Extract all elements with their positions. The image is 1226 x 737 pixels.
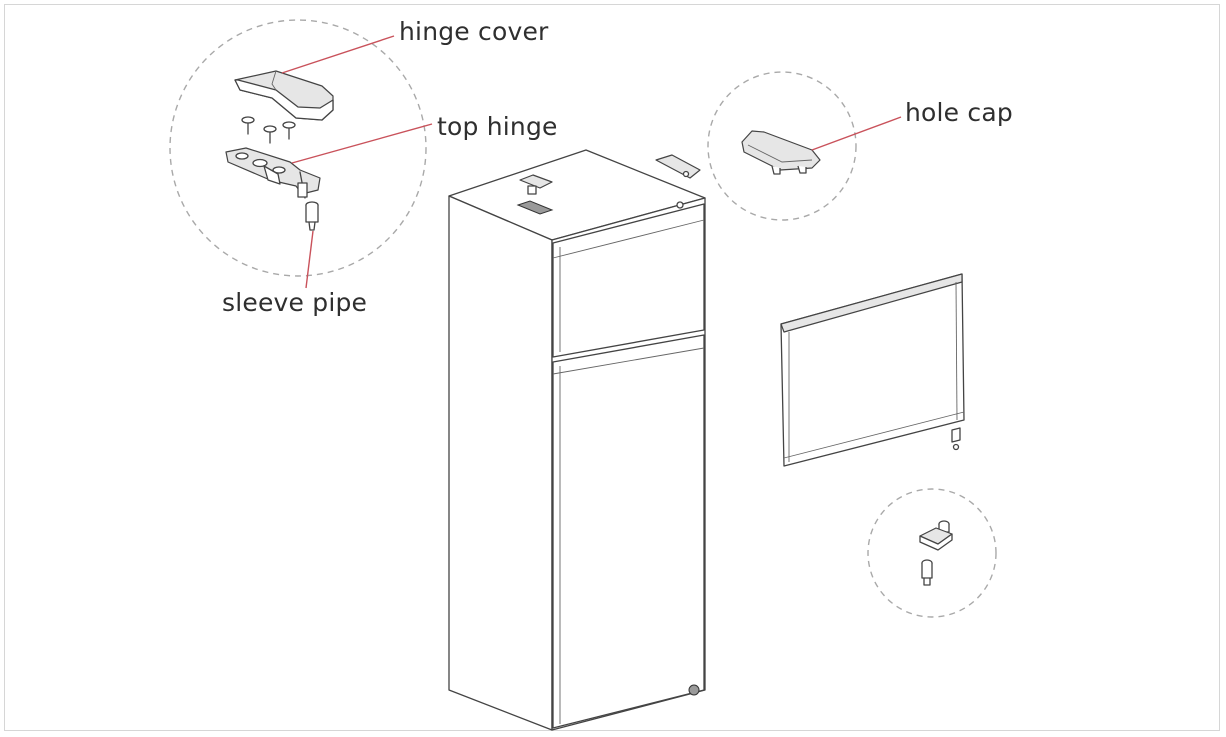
label-hole-cap: hole cap xyxy=(905,98,1013,127)
sleeve-pipe-part xyxy=(305,201,319,231)
leader-hole-cap xyxy=(811,116,902,151)
leader-lines xyxy=(281,35,902,289)
leader-sleeve-pipe xyxy=(305,230,314,289)
hinge-cover-part xyxy=(234,70,334,121)
detail-circle-hole-cap xyxy=(707,71,857,221)
freezer-door-part xyxy=(780,273,965,467)
hole-cap-part xyxy=(741,130,821,175)
label-top-hinge: top hinge xyxy=(437,112,558,141)
label-hinge-cover: hinge cover xyxy=(399,17,549,46)
label-sleeve-pipe: sleeve pipe xyxy=(222,288,368,317)
detail-circle-top-hinge xyxy=(169,19,427,277)
refrigerator-body xyxy=(448,149,706,731)
bottom-hinge-pin-part xyxy=(919,520,953,586)
top-hinge-part xyxy=(225,147,321,199)
leader-top-hinge xyxy=(291,123,433,164)
screw-set xyxy=(241,116,296,144)
leader-hinge-cover xyxy=(281,35,395,74)
detail-circle-bottom-hinge xyxy=(867,488,997,618)
